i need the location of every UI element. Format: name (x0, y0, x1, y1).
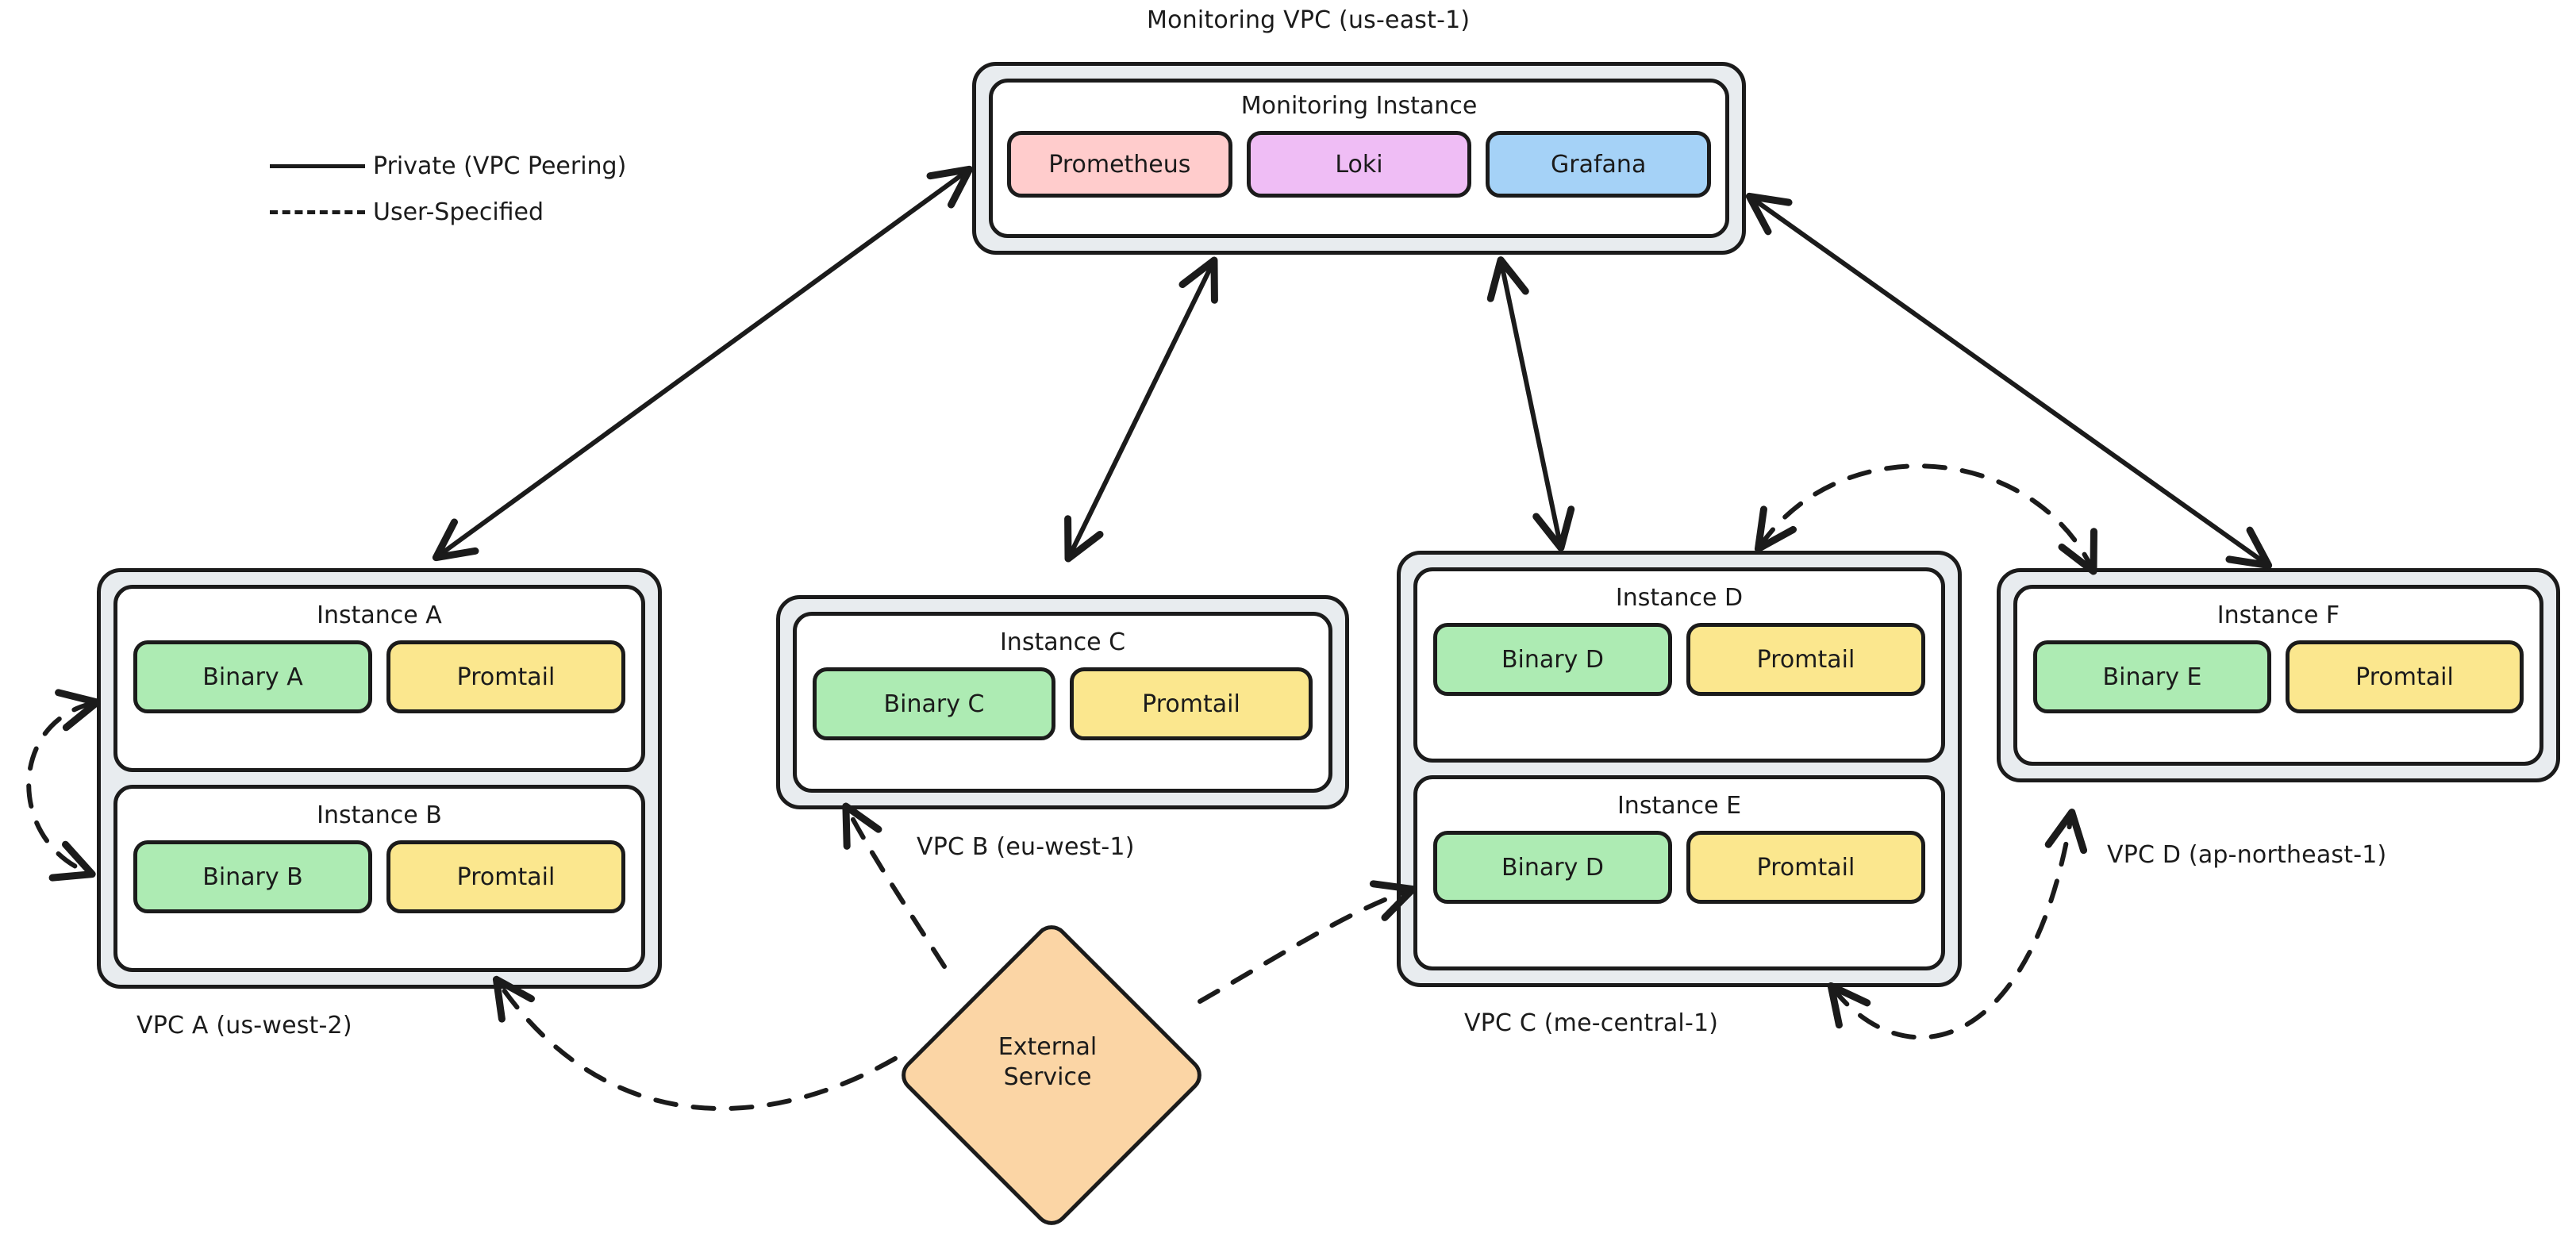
dashed-line-icon (270, 204, 373, 220)
component-promtail-f[interactable]: Promtail (2286, 640, 2524, 713)
component-loki[interactable]: Loki (1246, 131, 1472, 198)
instance-e-title: Instance E (1617, 792, 1742, 820)
vpc-d-container[interactable]: Instance F Binary E Promtail (1997, 568, 2560, 782)
component-prometheus[interactable]: Prometheus (1007, 131, 1232, 198)
component-binary-c[interactable]: Binary C (813, 667, 1055, 740)
instance-b[interactable]: Instance B Binary B Promtail (113, 785, 645, 972)
connector-monitoring-to-vpc-d (1745, 192, 2273, 570)
instance-d-title: Instance D (1615, 584, 1744, 612)
monitoring-instance-title: Monitoring Instance (1240, 92, 1478, 120)
component-binary-d[interactable]: Binary D (1433, 623, 1672, 696)
instance-b-component-row: Binary B Promtail (133, 840, 625, 913)
external-service-line2: Service (1003, 1062, 1092, 1091)
component-binary-d-e[interactable]: Binary D (1433, 831, 1672, 904)
monitoring-component-row: Prometheus Loki Grafana (1007, 131, 1712, 198)
connector-instance-a-to-instance-b (26, 689, 101, 882)
instance-a[interactable]: Instance A Binary A Promtail (113, 585, 645, 772)
legend-label-user-specified: User-Specified (373, 198, 544, 226)
external-service-node[interactable]: External Service (881, 918, 1214, 1232)
instance-e[interactable]: Instance E Binary D Promtail (1413, 775, 1945, 970)
component-grafana[interactable]: Grafana (1486, 131, 1712, 198)
vpc-d-label: VPC D (ap-northeast-1) (2107, 841, 2387, 869)
vpc-a-label: VPC A (us-west-2) (136, 1012, 352, 1039)
legend: Private (VPC Peering) User-Specified (270, 143, 626, 235)
monitoring-instance[interactable]: Monitoring Instance Prometheus Loki Graf… (989, 79, 1729, 238)
instance-f-component-row: Binary E Promtail (2033, 640, 2524, 713)
component-promtail-e[interactable]: Promtail (1686, 831, 1925, 904)
connector-monitoring-to-vpc-b (1064, 256, 1218, 563)
connector-external-service-to-vpc-a (492, 975, 898, 1112)
instance-e-component-row: Binary D Promtail (1433, 831, 1925, 904)
instance-b-title: Instance B (317, 801, 442, 829)
vpc-c-label: VPC C (me-central-1) (1464, 1009, 1719, 1037)
component-promtail-d[interactable]: Promtail (1686, 623, 1925, 696)
instance-f-title: Instance F (2217, 601, 2340, 629)
connector-external-service-to-vpc-c (1198, 880, 1417, 1004)
vpc-a-container[interactable]: Instance A Binary A Promtail Instance B … (97, 568, 662, 989)
vpc-b-container[interactable]: Instance C Binary C Promtail (776, 595, 1349, 809)
monitoring-vpc-container[interactable]: Monitoring Instance Prometheus Loki Graf… (972, 62, 1746, 255)
instance-f[interactable]: Instance F Binary E Promtail (2013, 585, 2543, 766)
component-promtail-b[interactable]: Promtail (386, 840, 625, 913)
instance-a-title: Instance A (317, 601, 442, 629)
component-promtail-c[interactable]: Promtail (1070, 667, 1313, 740)
component-binary-b[interactable]: Binary B (133, 840, 372, 913)
instance-c-component-row: Binary C Promtail (813, 667, 1313, 740)
external-service-line1: External (998, 1033, 1098, 1061)
monitoring-vpc-label: Monitoring VPC (us-east-1) (1147, 6, 1471, 34)
component-binary-a[interactable]: Binary A (133, 640, 372, 713)
instance-a-component-row: Binary A Promtail (133, 640, 625, 713)
vpc-b-label: VPC B (eu-west-1) (917, 833, 1135, 861)
legend-item-user-specified: User-Specified (270, 189, 626, 235)
component-binary-e[interactable]: Binary E (2033, 640, 2271, 713)
component-promtail-a[interactable]: Promtail (386, 640, 625, 713)
instance-c-title: Instance C (999, 628, 1126, 656)
solid-line-icon (270, 158, 373, 174)
vpc-c-container[interactable]: Instance D Binary D Promtail Instance E … (1397, 551, 1962, 987)
instance-c[interactable]: Instance C Binary C Promtail (793, 612, 1332, 793)
instance-d[interactable]: Instance D Binary D Promtail (1413, 567, 1945, 763)
legend-item-private: Private (VPC Peering) (270, 143, 626, 189)
legend-label-private: Private (VPC Peering) (373, 152, 627, 180)
connector-monitoring-to-vpc-c (1486, 256, 1575, 551)
external-service-text: External Service (881, 1032, 1214, 1092)
instance-d-component-row: Binary D Promtail (1433, 623, 1925, 696)
